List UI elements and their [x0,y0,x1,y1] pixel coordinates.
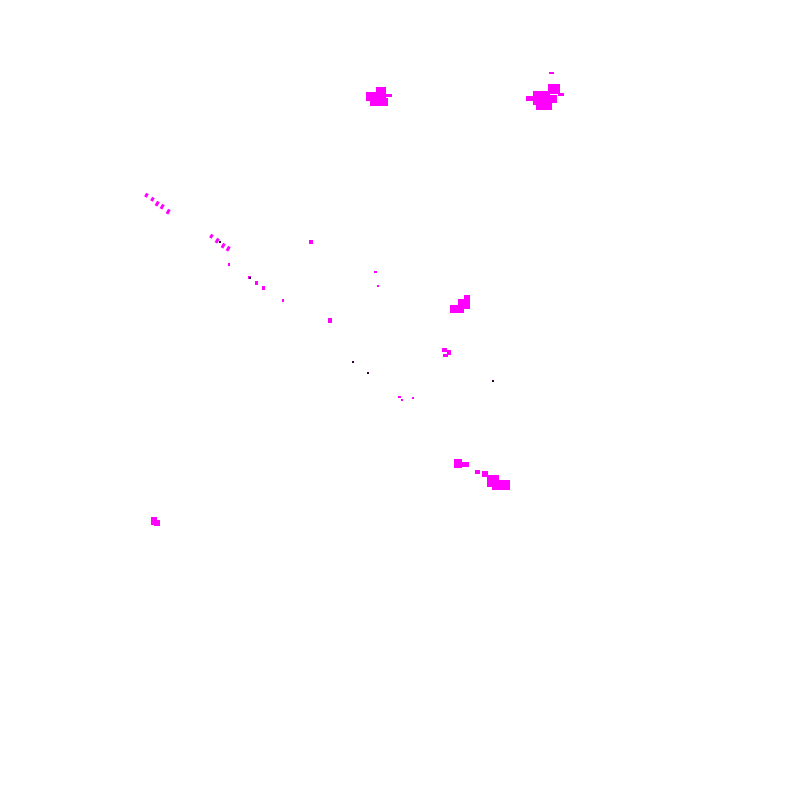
speckle [447,350,451,355]
speckle [450,305,464,313]
speckle [549,72,554,74]
speckle [475,470,480,474]
speckle [536,103,552,110]
speckle [412,397,414,399]
speckle [442,348,447,352]
speckle [219,241,221,243]
speckle [262,286,265,290]
speckle [154,200,160,207]
speckle [377,285,379,287]
speckle [550,95,557,103]
speckle [309,240,313,244]
speckle [558,93,564,96]
speckle [225,245,231,252]
speckle [401,399,403,401]
blob-group-top-right [526,72,564,110]
dash-trail-lower [248,271,379,323]
speckle [482,471,488,477]
speckle [282,299,284,302]
speckle [386,94,392,97]
speckle [228,263,230,266]
speckle [255,281,258,285]
speckle [526,96,534,101]
speckle [352,361,354,363]
speckle [495,480,510,490]
speckle [366,92,386,101]
speckle [492,486,502,490]
speckle [367,372,369,374]
speckle [154,520,160,526]
speckle [374,271,377,273]
speckle [458,299,470,309]
speckle [144,192,149,198]
speckle [370,98,388,106]
blob-group-lower-right [454,459,510,490]
speckle [159,203,165,210]
dash-trail-middle [209,233,313,266]
blob-group-center [398,295,470,401]
speckle [214,237,220,244]
speckle [548,84,560,94]
speckle [209,233,214,239]
speckle [328,318,332,323]
dash-trail-upper [144,192,171,215]
speckle [454,459,462,468]
speckle [249,277,251,279]
dark-specks [219,241,494,382]
speckle [461,462,469,467]
speckle [464,295,470,301]
speckle [150,196,155,202]
speckle [443,354,448,357]
speckle [398,396,401,398]
speckle [492,380,494,382]
speckle [376,87,386,93]
blob-group-top-left [366,87,392,106]
speckle [220,242,226,249]
blob-group-lower-left [151,517,160,526]
speckle [533,91,550,105]
speckle [165,208,171,215]
